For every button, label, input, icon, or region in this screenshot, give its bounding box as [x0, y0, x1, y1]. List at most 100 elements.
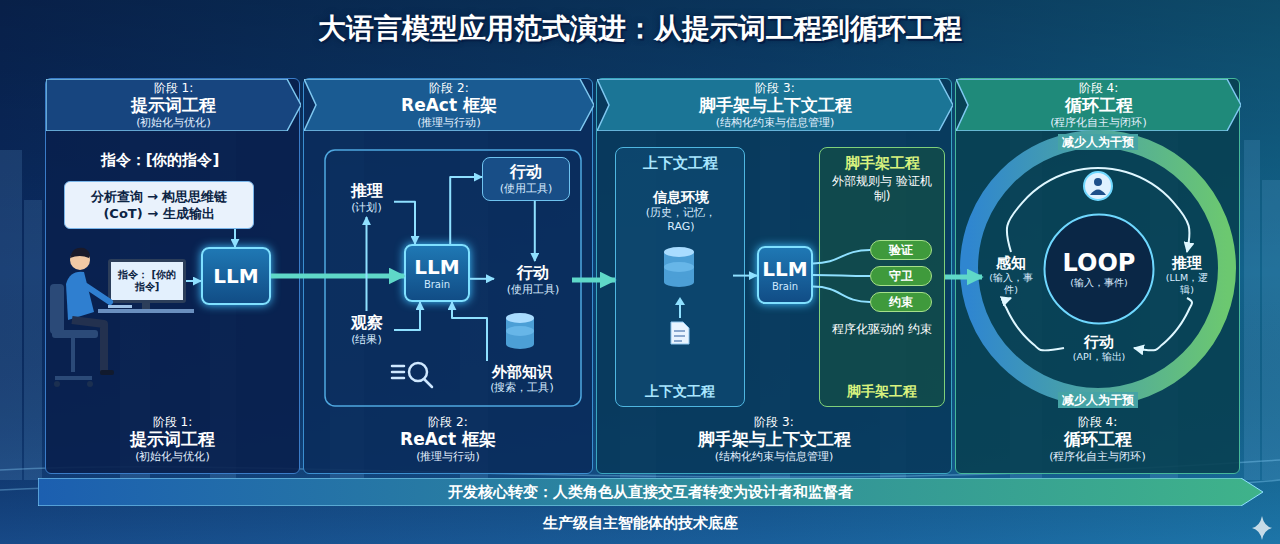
node-text: (API，输出)	[1073, 351, 1125, 363]
text-flow: 推理(LLM，逻辑)	[1159, 254, 1215, 296]
node-text: 阶段 4:	[1079, 81, 1119, 95]
node-text: 脚手架工程	[845, 154, 920, 172]
ring-label: 减少人为干预	[1058, 134, 1138, 150]
node-text: 提示词工程	[130, 429, 215, 450]
connector	[394, 202, 415, 244]
node-text: LOOP	[1063, 249, 1136, 277]
node-text: Brain	[772, 281, 798, 293]
node-text: 阶段 1:	[154, 81, 194, 95]
connector	[470, 278, 494, 280]
text-flow: LOOP(输入，事件)	[1043, 249, 1155, 289]
text-group: 上下文工程	[616, 382, 744, 400]
stage-header: 阶段 2:ReAct 框架(推理与行动)	[304, 79, 594, 131]
text-flow: 守卫	[871, 269, 931, 283]
connector	[813, 287, 870, 302]
document-icon	[671, 297, 689, 344]
shift-arrow-band: 开发核心转变：人类角色从直接交互者转变为设计者和监督者	[38, 478, 1263, 506]
node-text: (输入，事件)	[1070, 277, 1127, 289]
node-text: 信息环境	[653, 188, 709, 206]
step-node: 推理(计划)	[339, 179, 394, 217]
text-flow: 指令： [你的指令]	[114, 269, 180, 293]
node-text: 推理	[351, 181, 383, 201]
base-label: 生产级自主智能体的技术底座	[543, 513, 738, 533]
text-group: 脚手架工程	[820, 382, 944, 400]
text-flow: 开发核心转变：人类角色从直接交互者转变为设计者和监督者	[38, 483, 1263, 501]
connector	[733, 275, 757, 277]
stage-header: 阶段 3:脚手架与上下文工程(结构化约束与信息管理)	[597, 79, 953, 131]
text-flow: 阶段 1:提示词工程(初始化与优化)	[46, 81, 301, 130]
node-text: 循环工程	[1065, 95, 1133, 116]
ring-label: 减少人为干预	[1058, 392, 1138, 408]
scaffold-panel: 验证守卫约束脚手架工程外部规则与 验证机制)程序化驱动的 约束脚手架工程	[819, 147, 945, 407]
node-text: 推理	[1172, 254, 1202, 272]
node-text: (初始化与优化)	[136, 116, 211, 130]
monitor-screen: 指令： [你的指令]	[108, 259, 186, 303]
rule-pill: 验证	[870, 240, 932, 260]
node-text: ReAct 框架	[400, 429, 496, 450]
node-text: (计划)	[351, 201, 382, 215]
stage-panel: 阶段 2:ReAct 框架(推理与行动)推理(计划)LLMBrain行动(使用工…	[303, 78, 593, 474]
connector	[450, 177, 482, 244]
step-node: 行动(使用工具)	[494, 261, 572, 299]
text-flow: 信息环境(历史，记忆， RAG)	[631, 188, 731, 234]
connector	[945, 275, 982, 280]
database-icon	[664, 247, 694, 287]
node-text: 脚手架与上下文工程	[699, 95, 852, 116]
text-flow: 行动(使用工具)	[487, 162, 565, 196]
node-text: LLM	[414, 255, 459, 279]
step-node: 外部知识(搜索，工具)	[472, 361, 572, 397]
node-text: 提示词工程	[131, 95, 216, 116]
node-text: LLM	[213, 264, 258, 288]
connector	[572, 278, 615, 283]
node-text: 阶段 2:	[428, 415, 468, 429]
node-text: 开发核心转变：人类角色从直接交互者转变为设计者和监督者	[448, 483, 853, 501]
node-text: 验证	[889, 243, 913, 257]
node-text: 守卫	[889, 269, 913, 283]
text-group: 程序化驱动的 约束	[820, 320, 944, 337]
connector	[452, 302, 487, 361]
connector	[1007, 168, 1189, 252]
connector	[534, 201, 536, 261]
text-group: 脚手架工程外部规则与 验证机制)	[820, 154, 944, 204]
text-flow: LLMBrain	[408, 255, 466, 291]
text-group: 阶段 3:脚手架与上下文工程(结构化约束与信息管理)	[597, 415, 951, 464]
node-text: (输入，事件)	[984, 272, 1038, 296]
node-text: (推理与行动)	[417, 116, 481, 130]
text-flow: 验证	[871, 243, 931, 257]
node-text: 外部规则与 验证机制)	[826, 174, 938, 204]
connector	[186, 280, 201, 282]
node-text: 行动	[1084, 333, 1114, 351]
text-flow: 推理(计划)	[341, 181, 392, 215]
instruction-label: 指令：[你的指令]	[101, 151, 220, 169]
loop-step: 行动(API，输出)	[1064, 331, 1134, 365]
node-text: LLM	[762, 257, 807, 281]
node-text: 上下文工程	[645, 382, 715, 400]
text-flow: 阶段 2:ReAct 框架(推理与行动)	[304, 81, 594, 130]
node-text: (搜索，工具)	[490, 381, 554, 395]
node-text: (程序化自主与闭环)	[1049, 450, 1146, 464]
node-text: 上下文工程	[643, 154, 718, 172]
node-text: 指令： [你的指令]	[114, 269, 180, 293]
node-text: 阶段 4:	[1078, 415, 1118, 429]
loop-circle: LOOP(输入，事件)	[1043, 213, 1155, 325]
node-text: 观察	[351, 313, 383, 333]
connector	[271, 274, 404, 279]
text-flow: 行动(API，输出)	[1066, 333, 1132, 363]
info-node: 信息环境(历史，记忆， RAG)	[629, 186, 733, 298]
text-flow: 感知(输入，事件)	[984, 254, 1038, 296]
magnifier-icon	[392, 363, 432, 387]
node-text: (推理与行动)	[416, 450, 480, 464]
label-wrap: 生产级自主智能体的技术底座	[440, 513, 840, 533]
text-flow: 阶段 3:脚手架与上下文工程(结构化约束与信息管理)	[597, 81, 953, 130]
text-flow: 观察(结果)	[341, 313, 392, 347]
connector	[366, 217, 368, 311]
node-text: (结果)	[351, 333, 382, 347]
rule-pill: 守卫	[870, 266, 932, 286]
node-text: (使用工具)	[500, 182, 553, 196]
node-text: 阶段 1:	[153, 415, 193, 429]
llm-box: LLMBrain	[757, 246, 813, 304]
step-node: 观察(结果)	[339, 311, 394, 349]
text-group: 阶段 4:循环工程(程序化自主与闭环)	[956, 415, 1239, 464]
text-group: 阶段 1:提示词工程(初始化与优化)	[46, 415, 299, 464]
node-text: 脚手架与上下文工程	[698, 429, 851, 450]
